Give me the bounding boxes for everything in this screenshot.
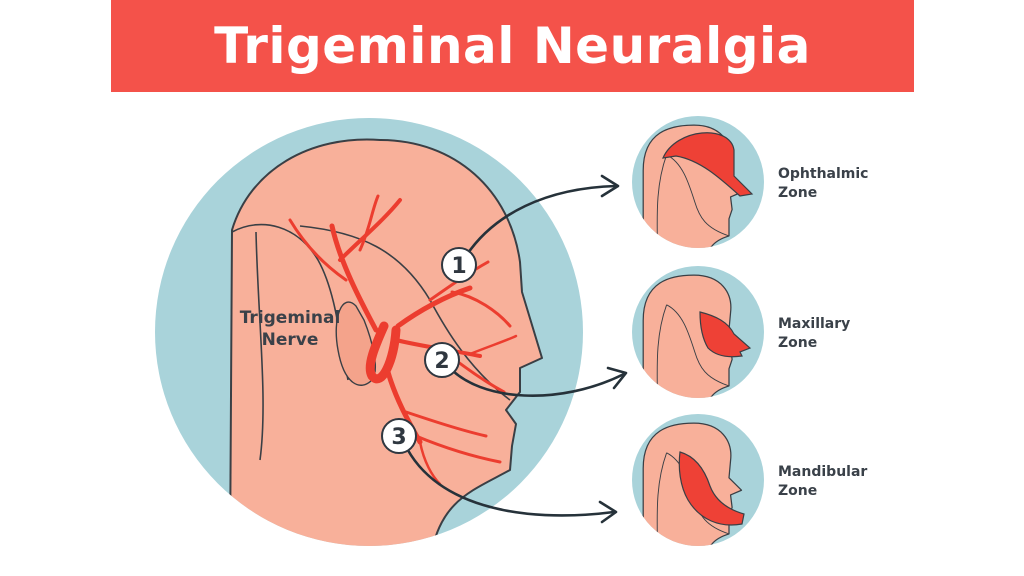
- marker-3-number: 3: [391, 425, 406, 450]
- marker-2: 2: [424, 342, 460, 378]
- arrow-1-head: [600, 174, 620, 198]
- marker-1-number: 1: [451, 254, 466, 279]
- zone-maxillary: Maxillary Zone: [632, 266, 850, 398]
- page-title: Trigeminal Neuralgia: [214, 17, 811, 75]
- marker-1: 1: [441, 247, 477, 283]
- zone-maxillary-label-line2: Zone: [778, 335, 817, 351]
- zone-ophthalmic: Ophthalmic Zone: [632, 116, 868, 248]
- arrow-3: [400, 436, 616, 517]
- arrow-2: [446, 364, 626, 397]
- arrow-3-head: [598, 500, 618, 524]
- main-head-illustration: Trigeminal Nerve: [155, 118, 583, 546]
- zone-mandibular-label-line2: Zone: [778, 483, 817, 499]
- marker-2-number: 2: [434, 349, 449, 374]
- zone-mandibular-label-line1: Mandibular: [778, 464, 867, 480]
- zone-ophthalmic-label-line1: Ophthalmic: [778, 166, 868, 182]
- arrow-2-head: [606, 366, 628, 390]
- zone-mandibular: Mandibular Zone: [632, 414, 867, 546]
- title-banner: Trigeminal Neuralgia: [111, 0, 914, 92]
- zone-ophthalmic-label-line2: Zone: [778, 185, 817, 201]
- branch-arrows: [400, 174, 628, 524]
- nerve-label-line2: Nerve: [262, 330, 319, 350]
- zone-ophthalmic-highlight: [662, 132, 754, 197]
- zone-mandibular-highlight: [678, 451, 745, 526]
- nerve-label-line1: Trigeminal: [240, 308, 341, 328]
- zone-maxillary-highlight: [699, 311, 752, 358]
- zone-maxillary-label-line1: Maxillary: [778, 316, 850, 332]
- marker-3: 3: [381, 418, 417, 454]
- arrow-1: [464, 184, 618, 258]
